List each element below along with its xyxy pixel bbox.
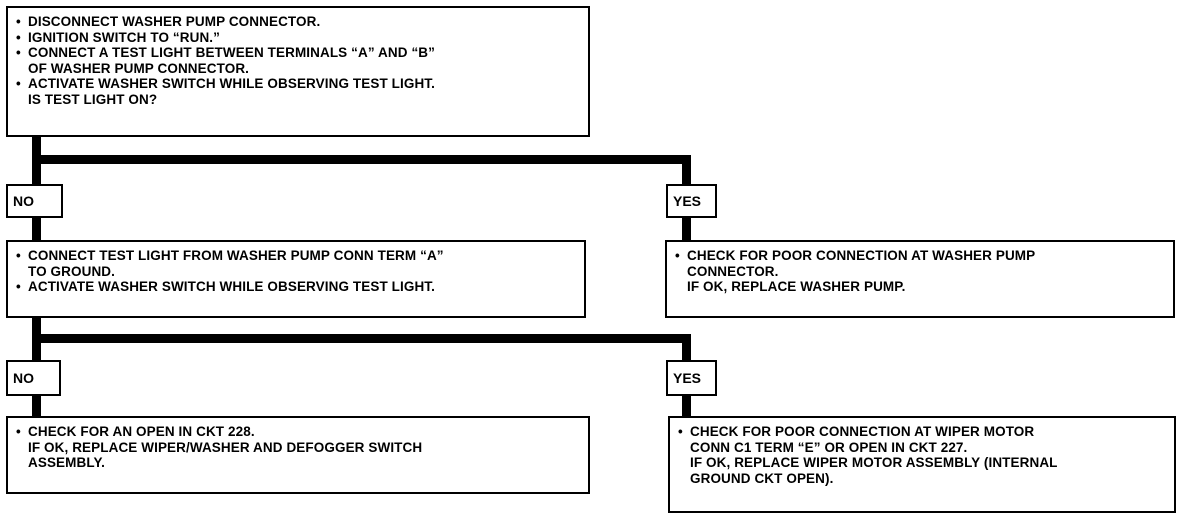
continuation-line: IF OK, REPLACE WASHER PUMP. <box>687 279 906 294</box>
result-box-replace-switch: CHECK FOR AN OPEN IN CKT 228.IF OK, REPL… <box>6 416 590 494</box>
continuation-line: GROUND CKT OPEN). <box>690 470 834 486</box>
connector-yes1-down <box>682 155 691 185</box>
continuation-line: ASSEMBLY. <box>28 455 105 470</box>
connector-yes2-to-box <box>682 394 691 418</box>
branch-label-yes: YES <box>666 184 717 218</box>
branch-label-yes: YES <box>666 360 717 396</box>
step-box-disconnect-pump: DISCONNECT WASHER PUMP CONNECTOR.IGNITIO… <box>6 6 590 137</box>
bullet-line: CHECK FOR POOR CONNECTION AT WIPER MOTOR <box>678 424 1166 440</box>
bullet-line: ACTIVATE WASHER SWITCH WHILE OBSERVING T… <box>16 279 576 295</box>
connector-no2-down <box>32 394 41 418</box>
branch-label-no: NO <box>6 360 61 396</box>
connector-branch1-horizontal <box>32 155 691 164</box>
bullet-line: ACTIVATE WASHER SWITCH WHILE OBSERVING T… <box>16 76 580 92</box>
continuation-line: IF OK, REPLACE WIPER/WASHER AND DEFOGGER… <box>28 439 423 455</box>
branch-label-no: NO <box>6 184 63 218</box>
bullet-line: IGNITION SWITCH TO “RUN.” <box>16 30 580 46</box>
continuation-line: OF WASHER PUMP CONNECTOR. <box>28 60 250 76</box>
bullet-line: DISCONNECT WASHER PUMP CONNECTOR. <box>16 14 580 30</box>
continuation-line: CONNECTOR. <box>687 263 779 279</box>
continuation-line: IS TEST LIGHT ON? <box>28 91 158 107</box>
connector-branch2-horizontal <box>32 334 691 343</box>
continuation-line: CONN C1 TERM “E” OR OPEN IN CKT 227. <box>690 439 968 455</box>
connector-yes2-down <box>682 334 691 362</box>
continuation-line: IF OK, REPLACE WIPER MOTOR ASSEMBLY (INT… <box>690 455 1058 470</box>
result-box-replace-motor: CHECK FOR POOR CONNECTION AT WIPER MOTOR… <box>668 416 1176 513</box>
bullet-line: CONNECT A TEST LIGHT BETWEEN TERMINALS “… <box>16 45 580 61</box>
continuation-line: TO GROUND. <box>28 263 116 279</box>
connector-yes1-to-box <box>682 216 691 242</box>
result-box-replace-pump: CHECK FOR POOR CONNECTION AT WASHER PUMP… <box>665 240 1175 318</box>
bullet-line: CONNECT TEST LIGHT FROM WASHER PUMP CONN… <box>16 248 576 264</box>
connector-no1-down <box>32 216 41 242</box>
bullet-line: CHECK FOR POOR CONNECTION AT WASHER PUMP <box>675 248 1165 264</box>
bullet-line: CHECK FOR AN OPEN IN CKT 228. <box>16 424 580 440</box>
step-box-ground-test: CONNECT TEST LIGHT FROM WASHER PUMP CONN… <box>6 240 586 318</box>
